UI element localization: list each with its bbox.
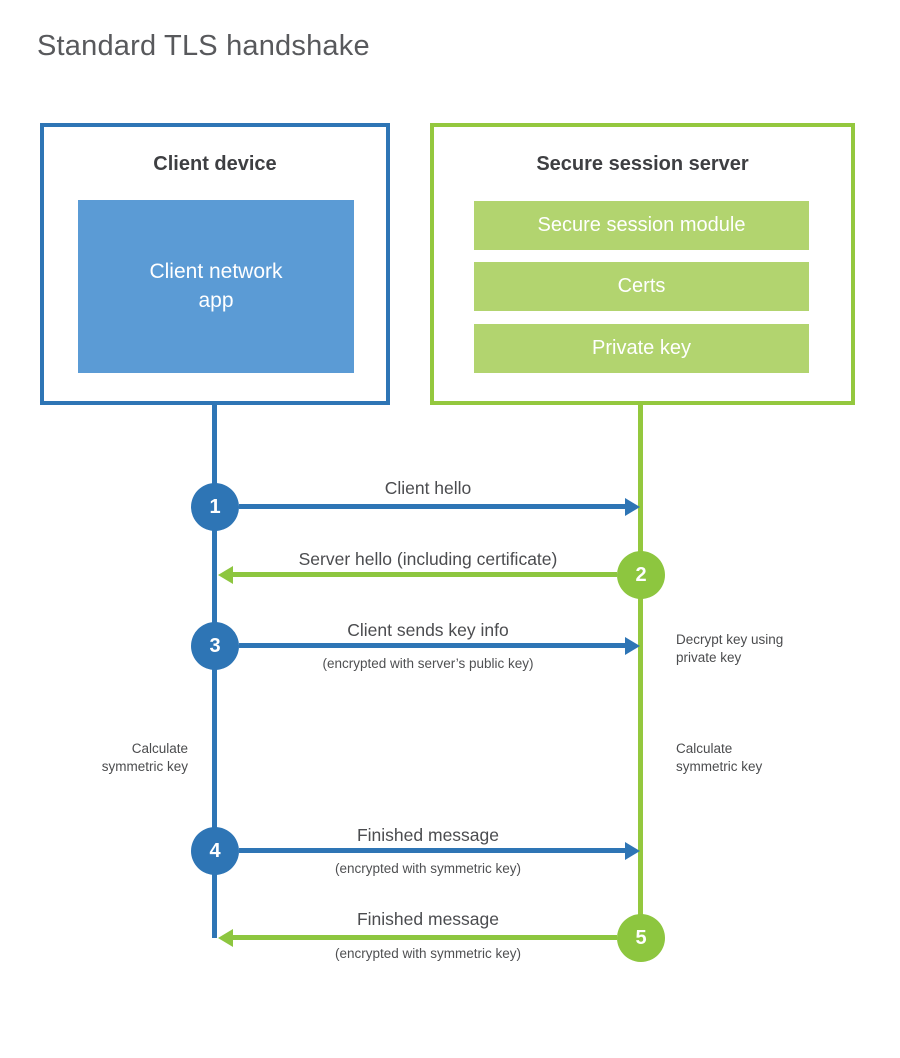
arrow-finished-server bbox=[233, 935, 617, 940]
client-network-app-box: Client network app bbox=[78, 200, 354, 373]
message-sublabel-finished-server: (encrypted with symmetric key) bbox=[334, 946, 522, 961]
message-label-finished-client: Finished message bbox=[356, 825, 500, 845]
client-lifeline bbox=[212, 405, 217, 938]
server-module-private-key: Private key bbox=[474, 324, 809, 373]
step-circle-5: 5 bbox=[617, 914, 665, 962]
message-label-server-hello: Server hello (including certificate) bbox=[298, 549, 558, 569]
server-module-certs: Certs bbox=[474, 262, 809, 311]
arrowhead-left-icon bbox=[218, 929, 233, 947]
arrow-key-info bbox=[239, 643, 626, 648]
message-sublabel-key-info: (encrypted with server’s public key) bbox=[322, 656, 534, 671]
server-box: Secure session server Secure session mod… bbox=[430, 123, 855, 405]
step-circle-3: 3 bbox=[191, 622, 239, 670]
client-device-box: Client device Client network app bbox=[40, 123, 390, 405]
arrow-server-hello bbox=[233, 572, 617, 577]
arrowhead-right-icon bbox=[625, 498, 640, 516]
message-label-key-info: Client sends key info bbox=[347, 620, 509, 640]
page-title: Standard TLS handshake bbox=[37, 30, 370, 62]
arrowhead-left-icon bbox=[218, 566, 233, 584]
client-device-header: Client device bbox=[153, 153, 277, 175]
step-circle-1: 1 bbox=[191, 483, 239, 531]
note-decrypt-key: Decrypt key using private key bbox=[676, 632, 784, 665]
message-label-finished-server: Finished message bbox=[356, 909, 500, 929]
message-sublabel-finished-client: (encrypted with symmetric key) bbox=[334, 861, 522, 876]
arrow-client-hello bbox=[239, 504, 626, 509]
step-circle-2: 2 bbox=[617, 551, 665, 599]
server-lifeline bbox=[638, 405, 643, 938]
note-calculate-symmetric-right: Calculate symmetric key bbox=[676, 741, 763, 774]
arrowhead-right-icon bbox=[625, 842, 640, 860]
message-label-client-hello: Client hello bbox=[384, 478, 472, 498]
arrowhead-right-icon bbox=[625, 637, 640, 655]
arrow-finished-client bbox=[239, 848, 626, 853]
server-header: Secure session server bbox=[536, 153, 749, 175]
step-circle-4: 4 bbox=[191, 827, 239, 875]
server-module-secure-session: Secure session module bbox=[474, 201, 809, 250]
note-calculate-symmetric-left: Calculate symmetric key bbox=[101, 741, 188, 774]
